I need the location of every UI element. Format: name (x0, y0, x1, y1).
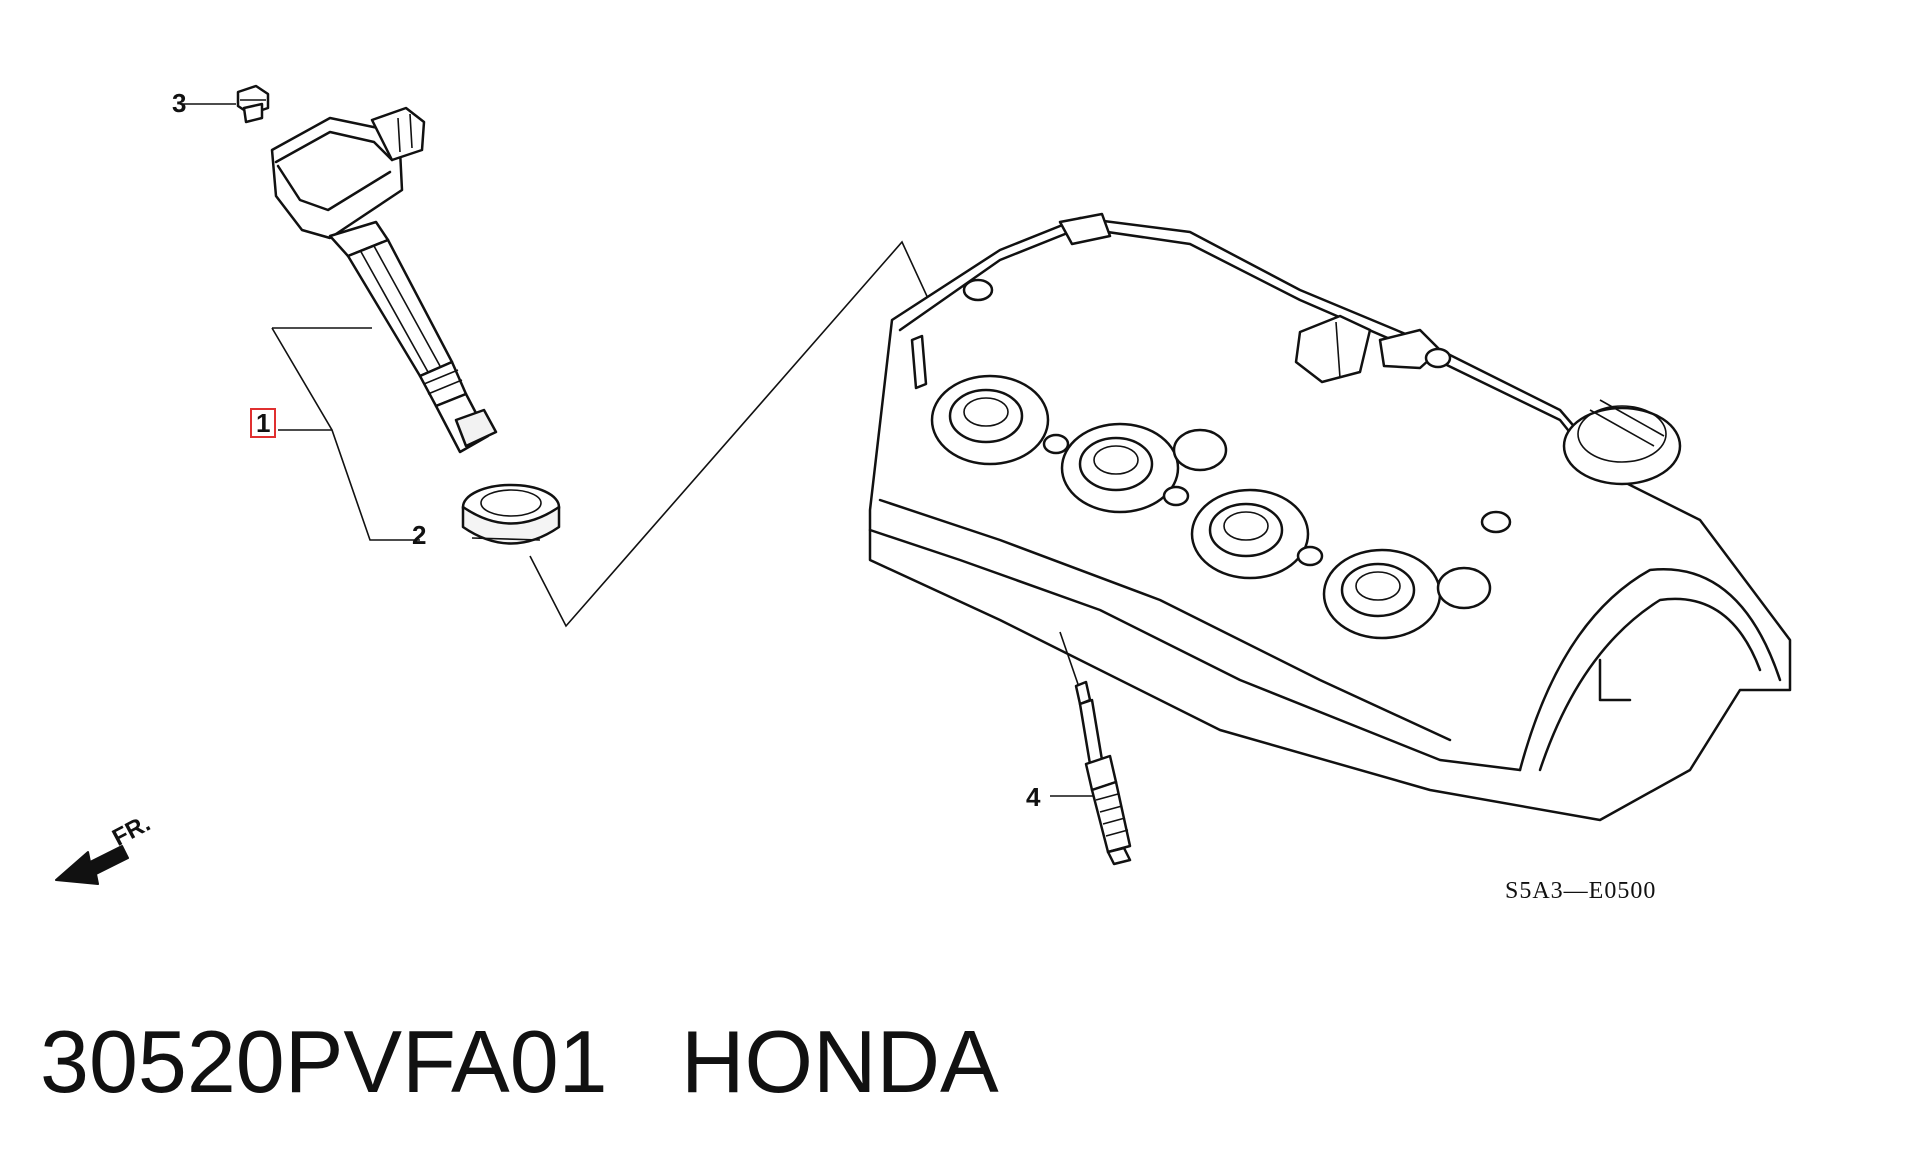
part-number: 30520PVFA01 (40, 1012, 608, 1111)
callout-4: 4 (1026, 782, 1041, 812)
callout-1[interactable]: 1 (250, 408, 277, 438)
drawing-code: S5A3—E0500 (1505, 878, 1657, 904)
front-direction-arrow-icon (55, 845, 129, 885)
spark-plug-icon (1050, 631, 1132, 866)
coil-seal-icon (461, 483, 561, 545)
ignition-coil-icon (236, 84, 498, 454)
callout-2: 2 (412, 520, 427, 550)
flange-bolt-icon (236, 84, 270, 124)
part-caption: 30520PVFA01 HONDA (40, 1012, 999, 1112)
cylinder-head-cover-icon (868, 212, 1792, 822)
plug-wells (930, 374, 1442, 640)
brand-name: HONDA (680, 1012, 999, 1111)
callout-3: 3 (172, 88, 187, 118)
